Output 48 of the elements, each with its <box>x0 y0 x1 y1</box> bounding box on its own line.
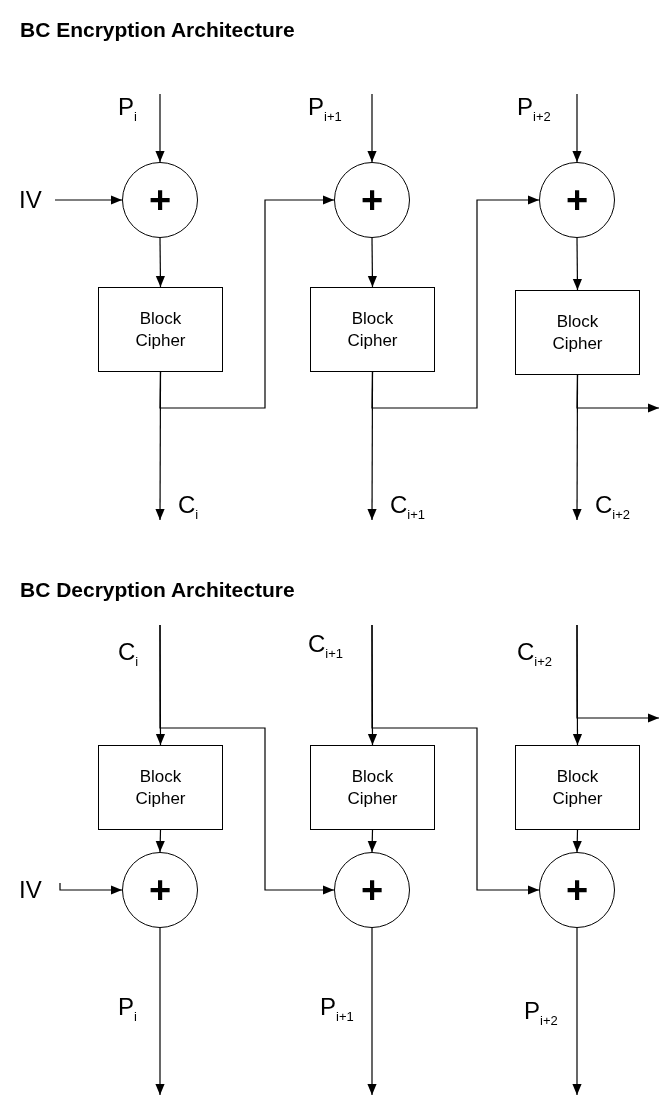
arrow <box>572 829 582 853</box>
arrow <box>367 237 377 288</box>
signal-label: P$_{i}$ <box>118 994 137 1026</box>
signal-label: C$_{i+2}$ <box>517 639 553 671</box>
arrow <box>367 829 377 853</box>
arrow <box>155 93 165 163</box>
signal-label: P$_{i+2}$ <box>517 94 551 126</box>
arrow <box>367 927 377 1096</box>
xor-circle: + <box>539 852 615 928</box>
signal-label: P$_{i}$ <box>118 94 137 126</box>
signal-label: P$_{i+1}$ <box>308 94 342 126</box>
xor-circle: + <box>122 162 198 238</box>
signal-label: P$_{i+1}$ <box>320 994 354 1026</box>
arrow <box>155 829 165 853</box>
signal-label: C$_{i}$ <box>178 492 199 524</box>
block-cipher-box: Block Cipher <box>310 287 435 372</box>
arrow <box>159 624 335 895</box>
section-heading: BC Encryption Architecture <box>20 18 295 42</box>
block-cipher-box: Block Cipher <box>310 745 435 830</box>
arrow <box>576 374 660 413</box>
arrow <box>572 237 582 291</box>
arrow <box>572 93 582 163</box>
signal-label: C$_{i+2}$ <box>595 492 631 524</box>
xor-circle: + <box>334 162 410 238</box>
signal-label: P$_{i+2}$ <box>524 998 558 1030</box>
section-heading: BC Decryption Architecture <box>20 578 295 602</box>
signal-label: IV <box>19 187 42 213</box>
block-cipher-box: Block Cipher <box>98 287 223 372</box>
block-cipher-box: Block Cipher <box>515 745 640 830</box>
signal-label: C$_{i+1}$ <box>308 631 344 663</box>
arrow <box>572 927 582 1096</box>
arrow <box>576 624 660 723</box>
xor-circle: + <box>122 852 198 928</box>
arrow <box>59 882 123 895</box>
signal-label: IV <box>19 877 42 903</box>
xor-circle: + <box>334 852 410 928</box>
arrow <box>371 624 540 895</box>
xor-circle: + <box>539 162 615 238</box>
arrow <box>159 195 335 409</box>
arrow <box>155 237 165 288</box>
arrow <box>54 195 123 205</box>
signal-label: C$_{i+1}$ <box>390 492 426 524</box>
block-cipher-box: Block Cipher <box>515 290 640 375</box>
signal-label: C$_{i}$ <box>118 639 139 671</box>
block-cipher-box: Block Cipher <box>98 745 223 830</box>
arrow <box>155 927 165 1096</box>
arrow <box>367 93 377 163</box>
arrow <box>371 195 540 409</box>
